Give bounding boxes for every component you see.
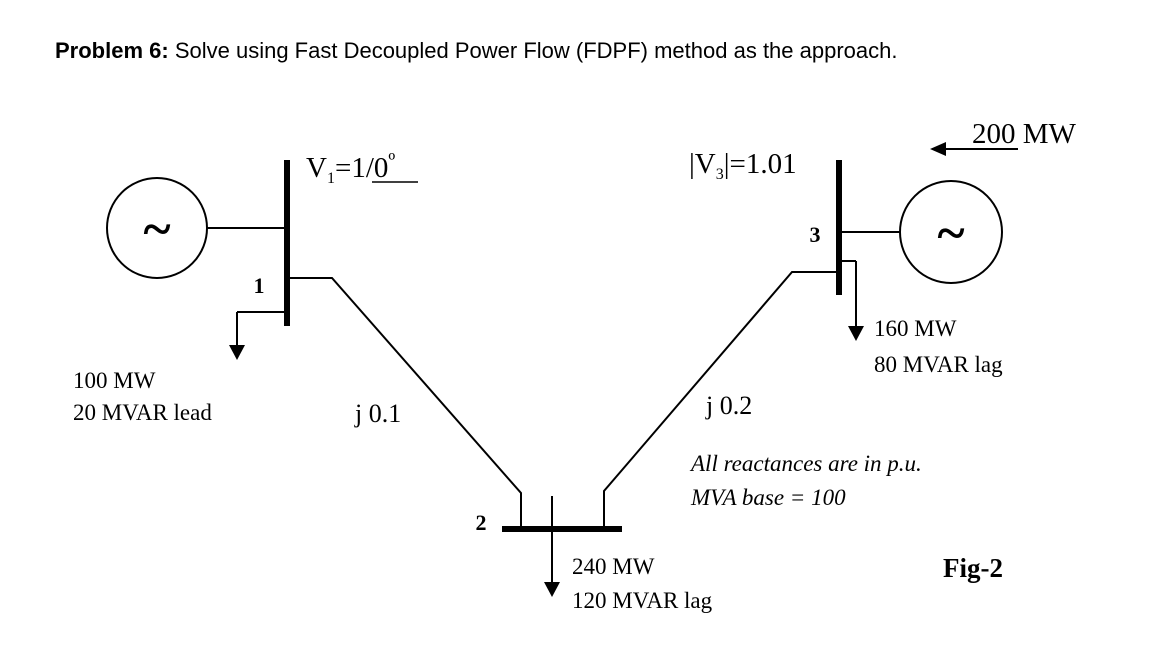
note-mva-base: MVA base = 100 <box>690 485 846 510</box>
generator3-symbol: ~ <box>937 205 964 262</box>
bus1-voltage-sub: 1 <box>327 170 335 187</box>
bus2-load-arrow <box>544 582 560 597</box>
problem-heading: Problem 6: Solve using Fast Decoupled Po… <box>55 38 898 64</box>
bus3-load-p: 160 MW <box>874 316 957 341</box>
bus1-voltage-degree: º <box>388 148 395 173</box>
bus3-gen-arrow-head <box>930 142 946 156</box>
problem-label: Problem 6: <box>55 38 169 63</box>
bus3-number: 3 <box>810 222 821 247</box>
line-1-2-reactance: j 0.1 <box>354 399 401 428</box>
bus3-voltage-rest: |=1.01 <box>724 148 797 180</box>
bus1-voltage-prefix: V <box>306 152 327 184</box>
line-1-2 <box>287 277 522 529</box>
bus3-load-q: 80 MVAR lag <box>874 352 1003 377</box>
bus1-voltage: V1=1/0º <box>306 148 395 187</box>
bus3-voltage: |V3|=1.01 <box>689 148 797 183</box>
bus3-voltage-prefix: |V <box>689 148 716 180</box>
bus1-voltage-value: 1/0 <box>351 152 388 184</box>
bus1-number: 1 <box>254 273 265 298</box>
line-2-3 <box>603 271 839 529</box>
problem-text: Solve using Fast Decoupled Power Flow (F… <box>168 38 898 63</box>
bus3-voltage-sub: 3 <box>716 166 724 183</box>
bus2-load-q: 120 MVAR lag <box>572 588 713 613</box>
bus1-load-q: 20 MVAR lead <box>73 400 212 425</box>
line-2-3-reactance: j 0.2 <box>705 391 752 420</box>
bus1-load-arrow <box>229 345 245 360</box>
bus2-load-p: 240 MW <box>572 554 655 579</box>
bus2-number: 2 <box>476 510 487 535</box>
figure-label: Fig-2 <box>943 553 1003 583</box>
bus1-load-p: 100 MW <box>73 368 156 393</box>
bus3-gen-p: 200 MW <box>972 118 1077 150</box>
generator1-symbol: ~ <box>143 201 170 258</box>
bus3-load-arrow <box>848 326 864 341</box>
bus1-voltage-eq: = <box>335 152 351 184</box>
note-reactances: All reactances are in p.u. <box>689 451 922 476</box>
